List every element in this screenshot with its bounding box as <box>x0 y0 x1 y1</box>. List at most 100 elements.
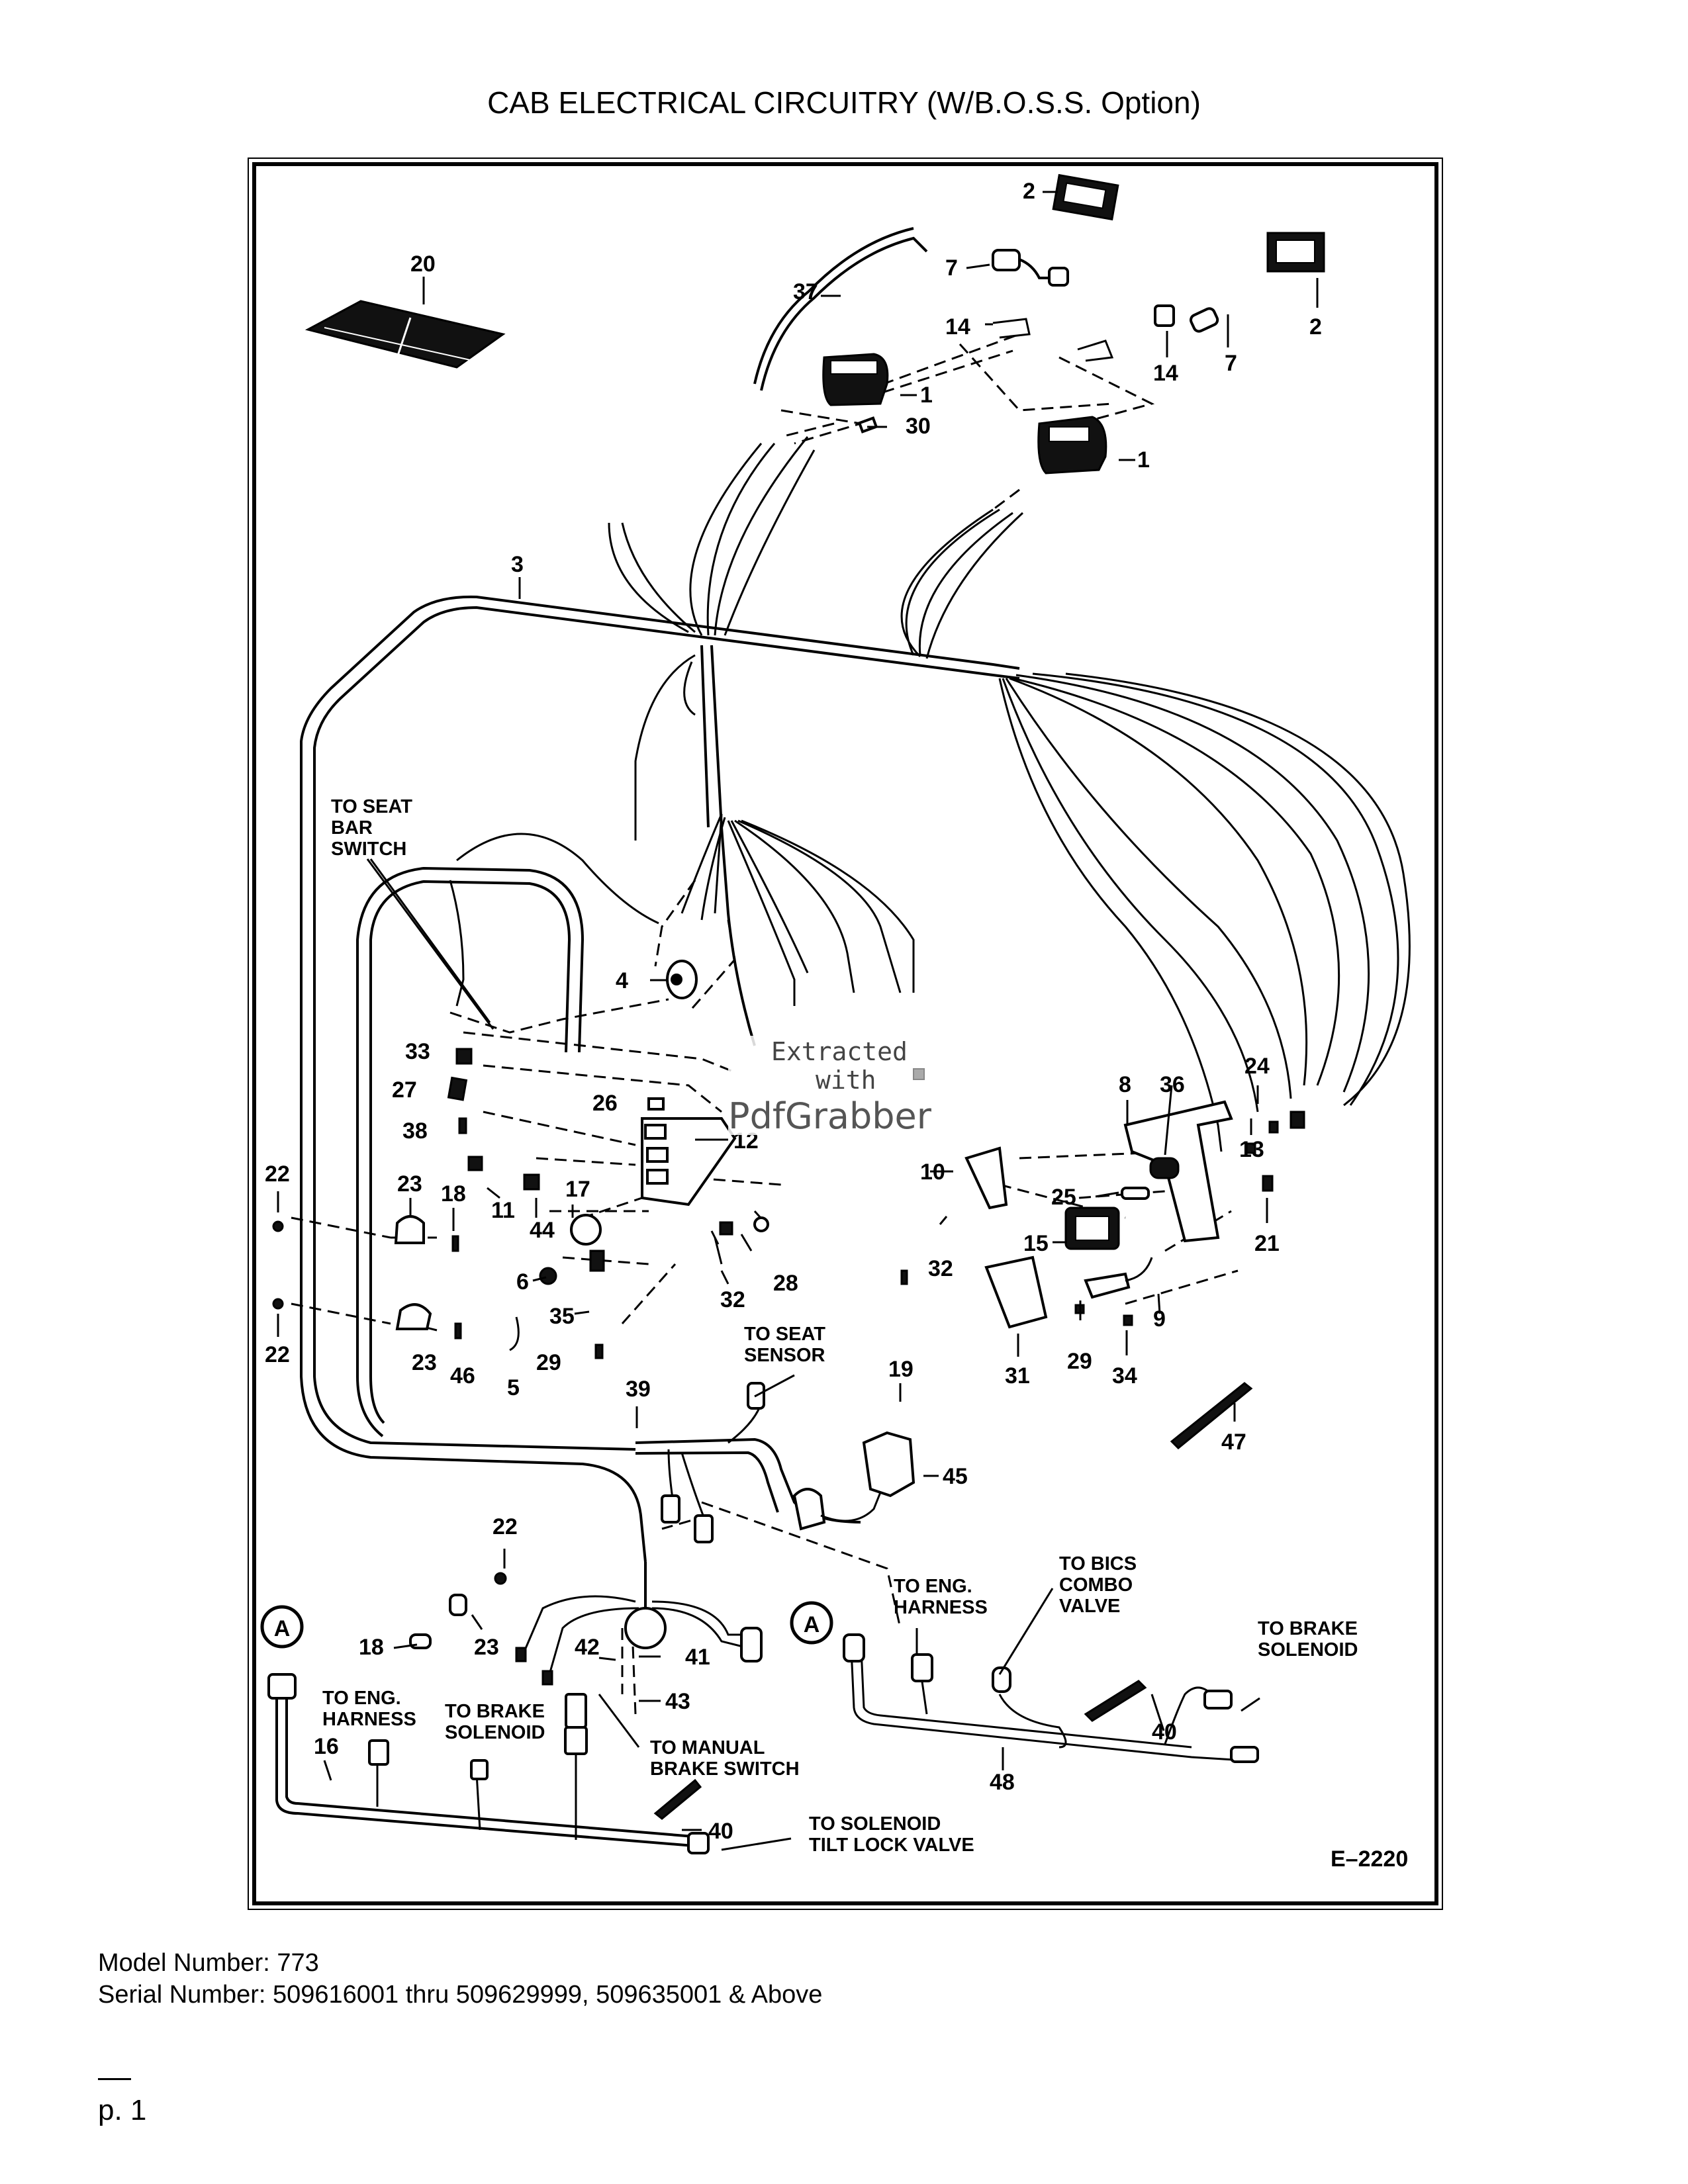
callout-14: 14 <box>945 314 970 340</box>
svg-text:SWITCH: SWITCH <box>331 839 406 860</box>
callout-7: 7 <box>1225 351 1237 376</box>
page-title: CAB ELECTRICAL CIRCUITRY (W/B.O.S.S. Opt… <box>487 85 1201 120</box>
part-30-terminal <box>857 416 878 433</box>
svg-text:A: A <box>804 1612 820 1637</box>
callout-8: 8 <box>1119 1072 1131 1097</box>
callout-22: 22 <box>492 1514 518 1539</box>
svg-text:PdfGrabber: PdfGrabber <box>728 1095 932 1137</box>
light-harness-branches <box>608 436 1024 659</box>
page-rule <box>98 2078 131 2080</box>
callout-31: 31 <box>1005 1363 1030 1388</box>
svg-text:TO BRAKE: TO BRAKE <box>445 1701 545 1722</box>
callout-18: 18 <box>359 1635 384 1660</box>
part-8-panel <box>1121 1100 1233 1243</box>
callout-14: 14 <box>1153 361 1178 386</box>
callout-33: 33 <box>405 1039 430 1064</box>
callout-44: 44 <box>530 1218 555 1243</box>
note-manual-brake-switch: TO MANUAL BRAKE SWITCH <box>650 1737 800 1780</box>
part-47-tie <box>1170 1382 1253 1450</box>
diagram-frame-outer <box>248 158 1443 1910</box>
detail-marker-right: A <box>790 1601 833 1645</box>
callout-16: 16 <box>314 1734 339 1759</box>
page-number: p. 1 <box>98 2094 147 2126</box>
svg-text:TO BRAKE: TO BRAKE <box>1258 1618 1358 1639</box>
svg-text:TO SEAT: TO SEAT <box>744 1324 825 1345</box>
part-9-switch <box>1084 1257 1153 1299</box>
callout-21: 21 <box>1254 1231 1280 1256</box>
part-2-light-right <box>1266 232 1325 273</box>
callout-36: 36 <box>1160 1072 1185 1097</box>
callout-2: 2 <box>1023 179 1035 204</box>
right-harness-loops <box>998 672 1411 1152</box>
svg-text:TO BICS: TO BICS <box>1059 1553 1137 1574</box>
part-45-module <box>862 1431 915 1498</box>
callout-39: 39 <box>626 1377 651 1402</box>
svg-text:HARNESS: HARNESS <box>322 1709 416 1730</box>
pdfgrabber-watermark: Extracted with PdfGrabber <box>728 1036 953 1137</box>
wire-37 <box>760 236 928 391</box>
callout-47: 47 <box>1221 1430 1246 1455</box>
left-harness-connectors <box>267 1673 710 1854</box>
note-seat-bar-switch: TO SEAT BAR SWITCH <box>331 796 412 860</box>
svg-text:BRAKE SWITCH: BRAKE SWITCH <box>650 1758 800 1780</box>
part-7-connectors <box>992 249 1219 333</box>
svg-text:BAR: BAR <box>331 817 373 839</box>
callout-42: 42 <box>575 1635 600 1660</box>
callout-18: 18 <box>441 1181 466 1206</box>
callout-1: 1 <box>920 383 933 408</box>
callout-34: 34 <box>1112 1363 1137 1388</box>
callout-24: 24 <box>1244 1054 1270 1079</box>
svg-text:SOLENOID: SOLENOID <box>1258 1639 1358 1661</box>
part-31-cover <box>984 1255 1048 1329</box>
callout-32: 32 <box>928 1256 953 1281</box>
callout-40: 40 <box>708 1819 733 1844</box>
model-number: Model Number: 773 <box>98 1949 319 1977</box>
callout-3: 3 <box>511 552 524 577</box>
callout-25: 25 <box>1051 1185 1076 1210</box>
note-brake-solenoid-left: TO BRAKE SOLENOID <box>445 1701 545 1743</box>
svg-text:TILT LOCK VALVE: TILT LOCK VALVE <box>809 1835 974 1856</box>
callout-10: 10 <box>920 1160 945 1185</box>
right-harness-connectors <box>843 1633 1259 1763</box>
note-eng-harness-right: TO ENG. HARNESS <box>894 1576 988 1618</box>
callout-27: 27 <box>392 1077 417 1103</box>
svg-text:TO ENG.: TO ENG. <box>322 1688 401 1709</box>
callout-28: 28 <box>773 1271 798 1296</box>
main-harness <box>300 595 1020 1563</box>
callout-46: 46 <box>450 1363 475 1388</box>
svg-text:TO SEAT: TO SEAT <box>331 796 412 817</box>
callout-15: 15 <box>1023 1231 1049 1256</box>
svg-text:TO ENG.: TO ENG. <box>894 1576 972 1597</box>
callout-35: 35 <box>549 1304 575 1329</box>
callout-45: 45 <box>943 1464 968 1489</box>
callout-29: 29 <box>536 1350 561 1375</box>
callout-32: 32 <box>720 1287 745 1312</box>
callout-19: 19 <box>888 1357 914 1382</box>
note-eng-harness-left: TO ENG. HARNESS <box>322 1688 416 1730</box>
callout-29: 29 <box>1067 1349 1092 1374</box>
detail-marker-left: A <box>260 1605 304 1649</box>
assembly-dash-lines <box>291 333 1239 1715</box>
callout-23: 23 <box>474 1635 499 1660</box>
right-lower-harness <box>849 1634 1245 1762</box>
callout-13: 13 <box>1239 1137 1264 1162</box>
note-seat-sensor: TO SEAT SENSOR <box>744 1324 825 1366</box>
svg-text:TO SOLENOID: TO SOLENOID <box>809 1813 941 1835</box>
callout-38: 38 <box>402 1118 428 1144</box>
small-fasteners <box>272 1048 1305 1359</box>
callout-4: 4 <box>616 968 628 993</box>
connectors-lower <box>409 1494 763 1686</box>
callout-7: 7 <box>945 255 958 281</box>
part-2-light-left <box>1052 173 1119 221</box>
svg-text:COMBO: COMBO <box>1059 1574 1133 1596</box>
serial-number: Serial Number: 509616001 thru 509629999,… <box>98 1981 823 2009</box>
part-15-switch <box>1064 1206 1120 1250</box>
svg-text:Extracted: Extracted <box>771 1037 908 1066</box>
callout-6: 6 <box>516 1269 529 1295</box>
part-12-bracket <box>641 1117 737 1206</box>
svg-text:HARNESS: HARNESS <box>894 1597 988 1618</box>
callout-22: 22 <box>265 1161 290 1187</box>
part-4-switch <box>666 960 698 999</box>
leader-lines <box>277 191 1319 1851</box>
